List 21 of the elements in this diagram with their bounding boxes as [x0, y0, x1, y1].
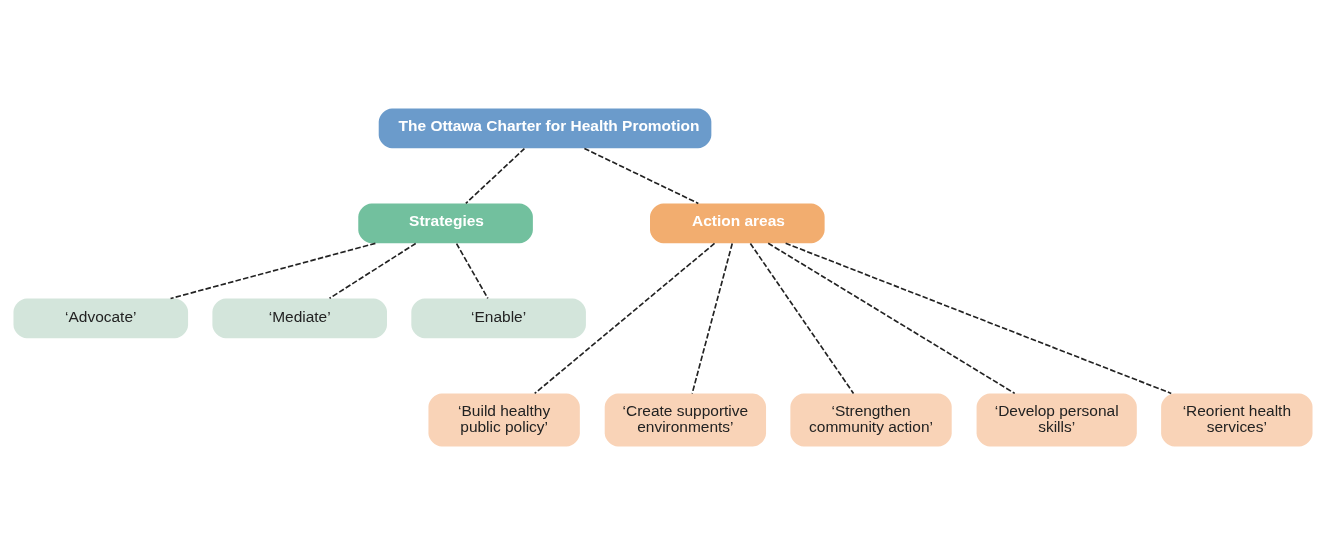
connector [583, 147, 700, 204]
node-box: ‘Advocate’ [13, 298, 189, 338]
connector [784, 241, 1173, 394]
node-box: ‘Reorient health services’ [1161, 393, 1313, 447]
node-box: ‘Develop personal skills’ [976, 393, 1137, 447]
node-box: Action areas [650, 202, 825, 243]
node-box: ‘Strengthen community action’ [790, 393, 952, 447]
connector [455, 242, 489, 299]
node-box: ‘Mediate’ [212, 298, 387, 338]
node-box: ‘Build healthy public policy’ [428, 393, 580, 447]
node-box: ‘Enable’ [411, 298, 586, 338]
connector [533, 242, 716, 394]
node-box: The Ottawa Charter for Health Promotion [378, 107, 712, 148]
connector [169, 242, 377, 299]
connector [465, 147, 526, 204]
node-box: ‘Create supportive environments’ [604, 393, 767, 447]
connector [767, 241, 1016, 394]
connector [749, 242, 855, 394]
connector [328, 242, 417, 299]
connector [691, 242, 734, 394]
node-box: Strategies [358, 202, 533, 243]
